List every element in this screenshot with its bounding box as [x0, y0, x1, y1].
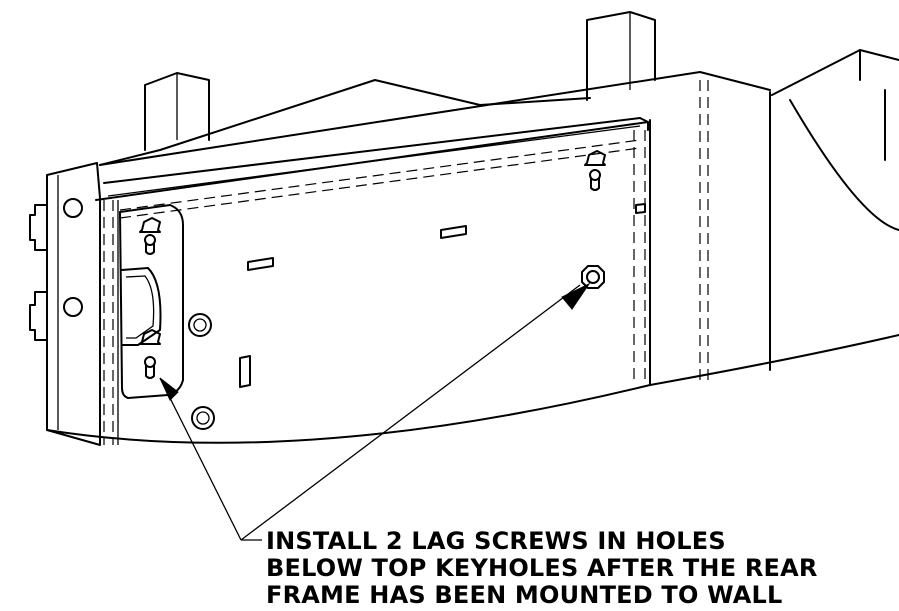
back-panel: [119, 80, 771, 386]
mounting-plate: [119, 204, 184, 399]
left-side-bracket: [29, 162, 119, 446]
panel-fasteners: [188, 313, 215, 430]
instruction-line-2: BELOW TOP KEYHOLES AFTER THE REAR: [266, 554, 818, 582]
top-post-left: [144, 72, 210, 151]
arrowhead-right-screw: [561, 282, 591, 310]
instruction-line-3: FRAME HAS BEEN MOUNTED TO WALL: [266, 581, 783, 609]
keyhole-top-right: [584, 150, 606, 191]
keyhole-bottom-left: [139, 329, 161, 379]
top-frame-right-box: [771, 49, 899, 161]
top-post-right: [586, 11, 656, 101]
frame-bottom-curve: [46, 99, 899, 444]
top-plate: [95, 71, 771, 201]
instruction-line-1: INSTALL 2 LAG SCREWS IN HOLES: [266, 527, 726, 555]
lag-screw-right: [581, 265, 605, 289]
callout-leaders: [159, 284, 581, 541]
panel-slots: [239, 203, 646, 388]
keyhole-top-left: [139, 217, 161, 255]
arrowhead-left-keyhole: [159, 377, 179, 401]
lag-screw-instruction: INSTALL 2 LAG SCREWS IN HOLES BELOW TOP …: [266, 528, 818, 609]
